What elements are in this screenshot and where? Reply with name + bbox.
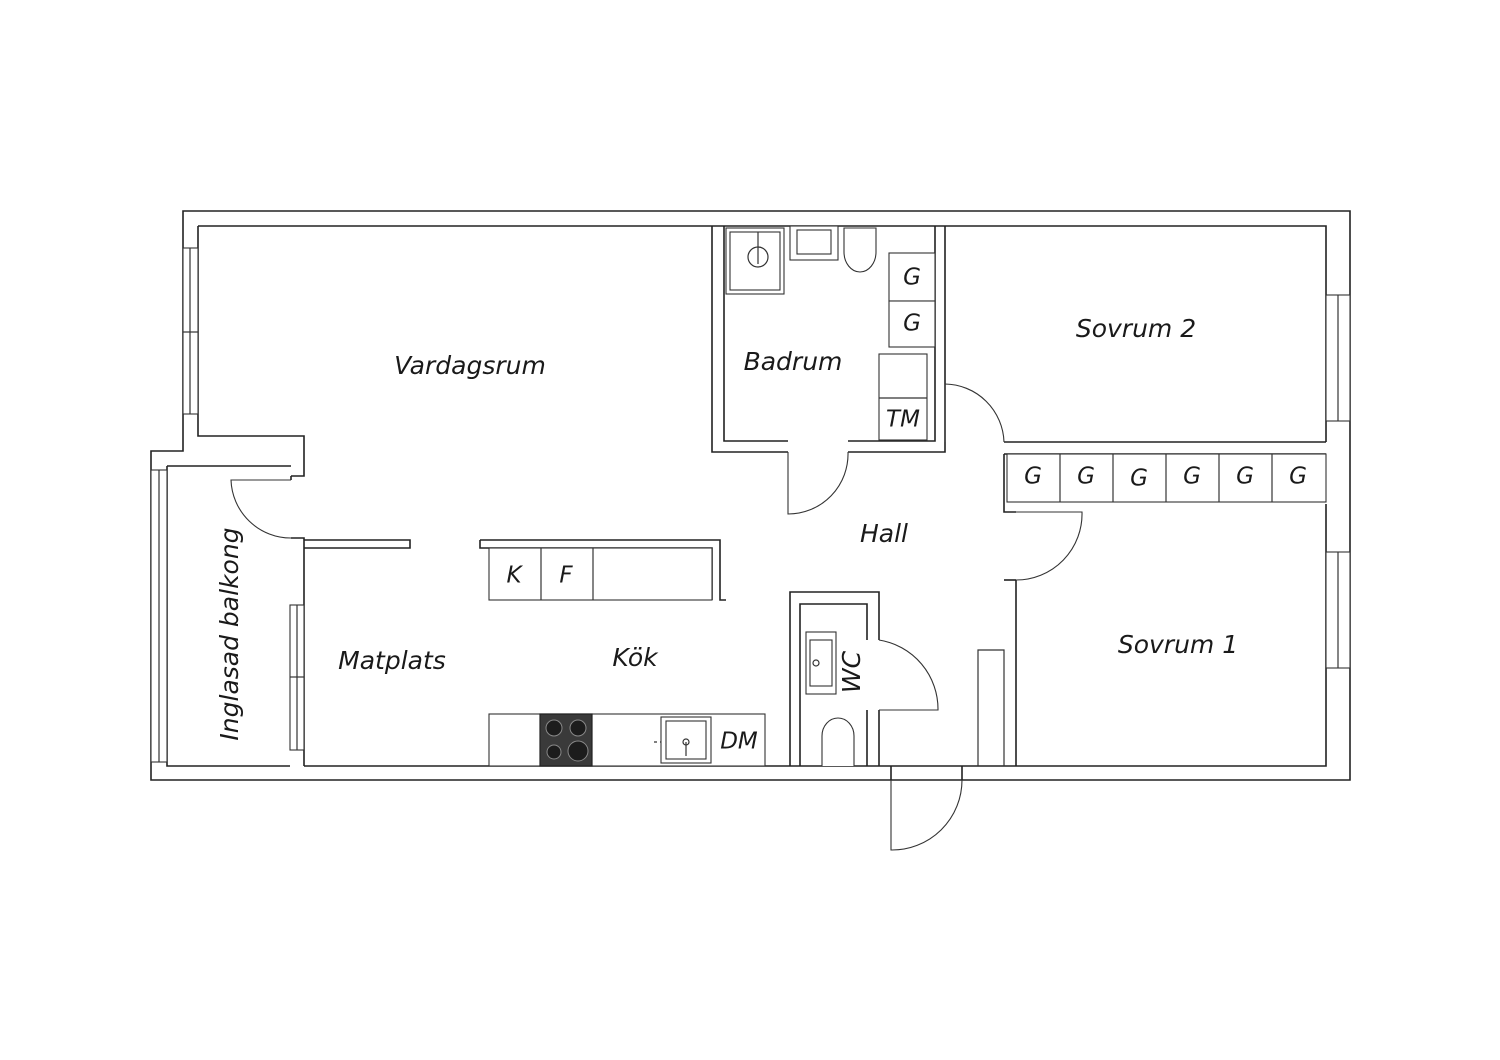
door-balcony	[230, 479, 292, 539]
bathroom-toilet	[843, 227, 877, 273]
door-bathroom	[787, 451, 849, 515]
door-entrance	[890, 779, 963, 851]
label-dm: DM	[720, 729, 758, 755]
label-vardagsrum: Vardagsrum	[394, 351, 546, 380]
bathroom-fixtures	[725, 225, 928, 441]
label-hall: Hall	[860, 519, 908, 548]
door-bedroom2	[944, 383, 1005, 443]
kitchen-counter	[488, 713, 766, 767]
label-g-7: G	[1236, 464, 1254, 490]
label-sovrum2: Sovrum 2	[1076, 314, 1196, 343]
label-g-4: G	[1077, 464, 1095, 490]
label-g-2: G	[903, 311, 921, 337]
wc-toilet-icon	[821, 717, 855, 766]
doors	[230, 383, 1083, 851]
label-inglasad-balkong: Inglasad balkong	[215, 527, 244, 740]
interior-walls	[290, 226, 1326, 780]
door-wc	[878, 639, 939, 711]
room-labels: Vardagsrum Badrum Sovrum 2 Sovrum 1 Hall…	[215, 314, 1238, 741]
door-bedroom1	[1015, 511, 1083, 581]
label-matplats: Matplats	[338, 646, 446, 675]
label-g-1: G	[903, 265, 921, 291]
label-g-8: G	[1289, 464, 1307, 490]
outer-walls	[150, 210, 1351, 781]
label-badrum: Badrum	[744, 347, 843, 376]
label-wc: WC	[837, 650, 866, 693]
tm-cabinet	[878, 353, 928, 441]
kitchen-island	[488, 547, 713, 601]
wc-fixtures	[805, 631, 855, 766]
kitchen-fixtures	[488, 547, 766, 767]
label-k: K	[506, 563, 523, 589]
label-g-3: G	[1024, 464, 1042, 490]
label-tm: TM	[886, 407, 920, 433]
label-g-6: G	[1183, 464, 1201, 490]
wardrobe-1	[888, 252, 936, 302]
label-sovrum1: Sovrum 1	[1118, 630, 1238, 659]
label-kok: Kök	[612, 643, 659, 672]
wardrobe-2	[888, 300, 936, 348]
label-f: F	[559, 563, 573, 589]
wardrobes	[888, 252, 1327, 503]
windows	[150, 247, 1351, 763]
label-g-5: G	[1130, 466, 1148, 492]
fixture-labels: G G TM G G G G G G K F DM	[506, 265, 1306, 755]
